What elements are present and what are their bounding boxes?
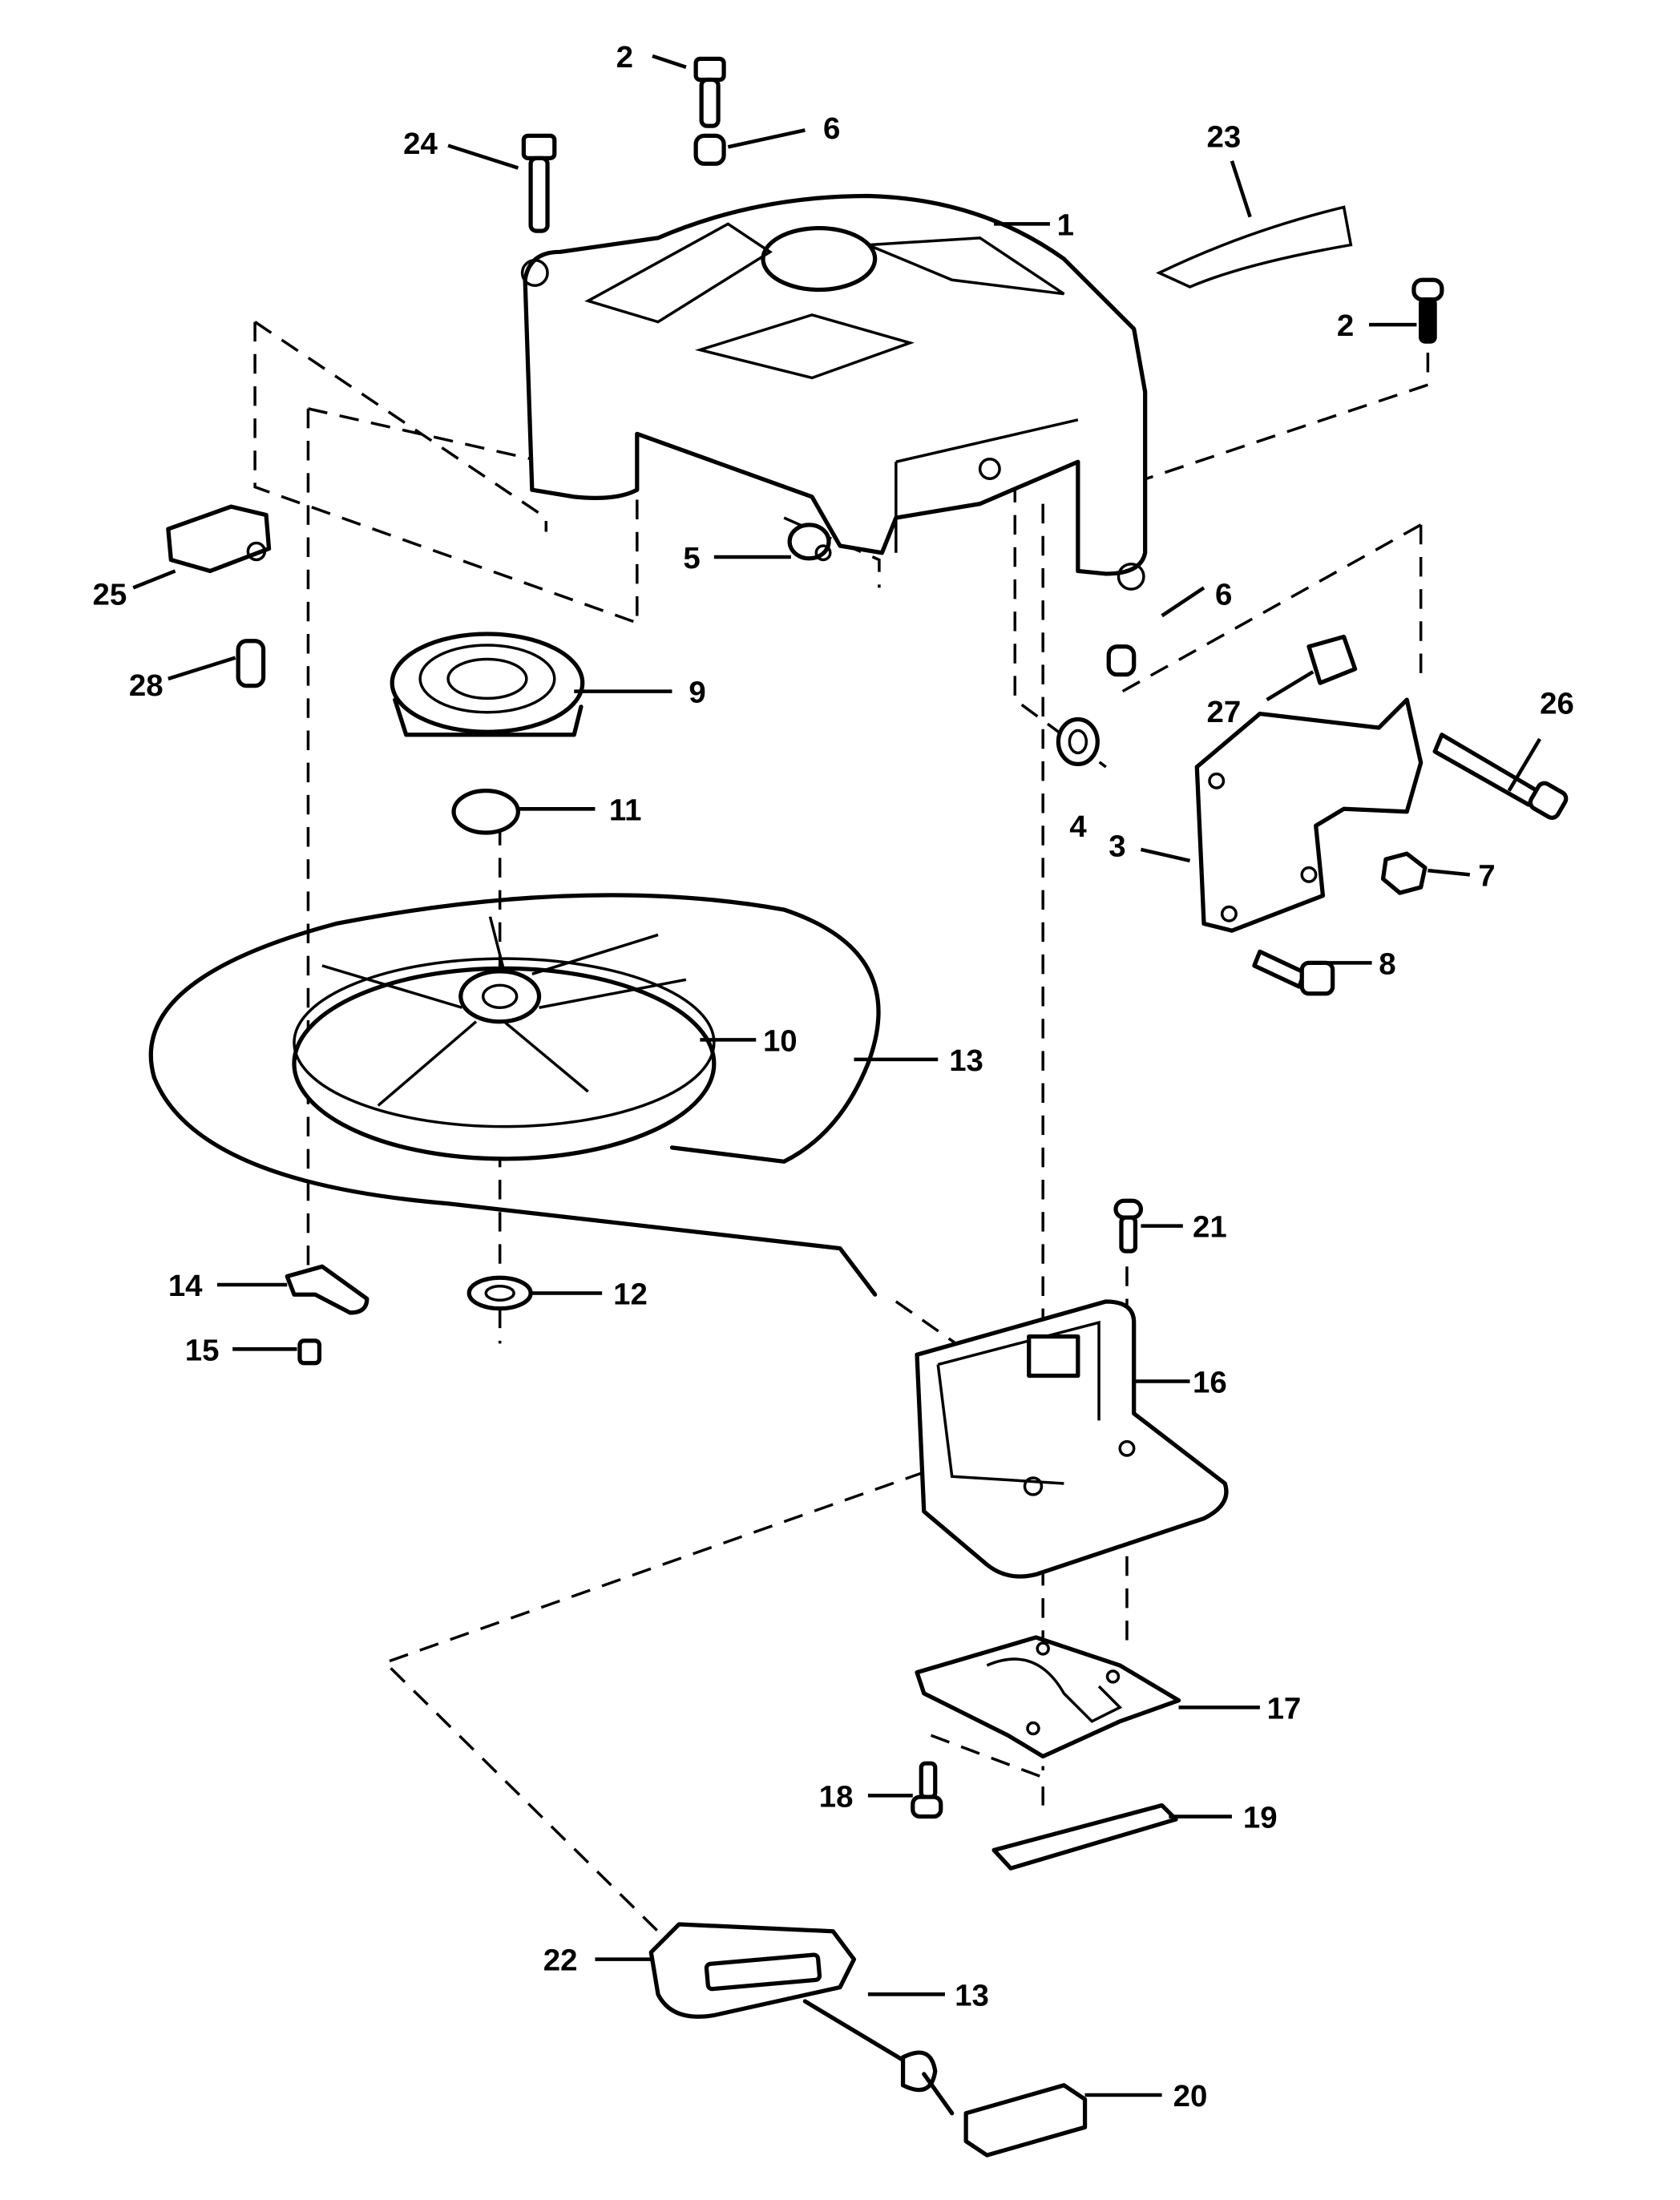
callout-13-end: 13 <box>955 1978 989 2012</box>
part-bolt-right <box>1411 277 1444 344</box>
part-11-cap <box>451 788 520 835</box>
part-4-lockwasher <box>1056 717 1100 767</box>
callout-9: 9 <box>689 676 705 710</box>
callout-labels: 2 6 24 1 23 2 5 25 28 9 11 10 13 14 15 1… <box>93 40 1574 2113</box>
callout-8: 8 <box>1379 947 1395 981</box>
callout-12: 12 <box>613 1277 648 1311</box>
part-20-screw <box>1113 1198 1144 1253</box>
callout-2-top: 2 <box>616 40 633 75</box>
callout-2-right: 2 <box>1337 309 1354 343</box>
callout-21: 22 <box>543 1944 578 1978</box>
callout-14: 14 <box>168 1269 203 1303</box>
callout-17: 17 <box>1267 1691 1302 1726</box>
callout-16: 16 <box>1193 1365 1227 1399</box>
part-17-plate <box>915 1635 1181 1759</box>
part-28-pin <box>236 639 266 688</box>
part-bolt-top <box>693 56 726 128</box>
part-starter-housing <box>520 193 1148 591</box>
callout-23: 23 <box>1207 119 1242 154</box>
part-22-anchor <box>963 2083 1088 2158</box>
callout-22: 20 <box>1173 2079 1208 2113</box>
callout-leaders <box>132 54 1542 2097</box>
part-25-pawl <box>166 504 272 574</box>
part-21-handle <box>648 1922 857 2019</box>
part-8-bolt <box>1252 949 1335 996</box>
callout-25: 25 <box>93 577 127 612</box>
part-19-plate <box>991 1802 1178 1871</box>
part-bolt-24 <box>521 133 557 233</box>
part-5-bushing <box>787 523 832 562</box>
callout-10: 10 <box>763 1023 798 1058</box>
part-12-washer <box>466 1275 533 1311</box>
callout-27: 27 <box>1207 695 1242 729</box>
part-16-rope-guide <box>915 1299 1229 1579</box>
callout-19: 19 <box>1243 1801 1278 1835</box>
part-14-clip <box>285 1264 370 1315</box>
callout-20: 21 <box>1193 1210 1227 1245</box>
part-7-nut <box>1380 851 1428 895</box>
part-26-bolt <box>1432 733 1569 820</box>
part-6-spacer <box>1106 644 1137 677</box>
part-15-screw <box>297 1338 322 1366</box>
callout-24: 24 <box>403 127 438 161</box>
part-nut-top <box>693 133 726 166</box>
callout-7: 7 <box>1478 858 1495 893</box>
callout-18: 18 <box>819 1779 854 1814</box>
callout-26: 26 <box>1540 687 1574 721</box>
callout-13-loop: 13 <box>949 1043 983 1078</box>
callout-28: 28 <box>129 668 164 703</box>
callout-6-lower: 6 <box>1215 577 1232 612</box>
part-13-rope-end <box>802 1999 955 2116</box>
callout-3: 3 <box>1109 830 1125 864</box>
part-27-cap <box>1306 634 1358 685</box>
part-9-rewind-spring <box>390 632 585 737</box>
part-decal <box>1156 205 1353 289</box>
callout-1: 1 <box>1057 208 1074 242</box>
callout-5: 5 <box>683 541 700 575</box>
callout-15: 15 <box>185 1333 220 1367</box>
part-3-bracket <box>1194 697 1424 933</box>
part-13-rope-loop <box>148 893 881 1297</box>
callout-6-top: 6 <box>823 111 840 146</box>
callout-11: 11 <box>609 793 642 827</box>
part-18-screw <box>911 1761 943 1819</box>
part-10-pulley <box>292 916 717 1161</box>
callout-4: 4 <box>1069 809 1087 844</box>
